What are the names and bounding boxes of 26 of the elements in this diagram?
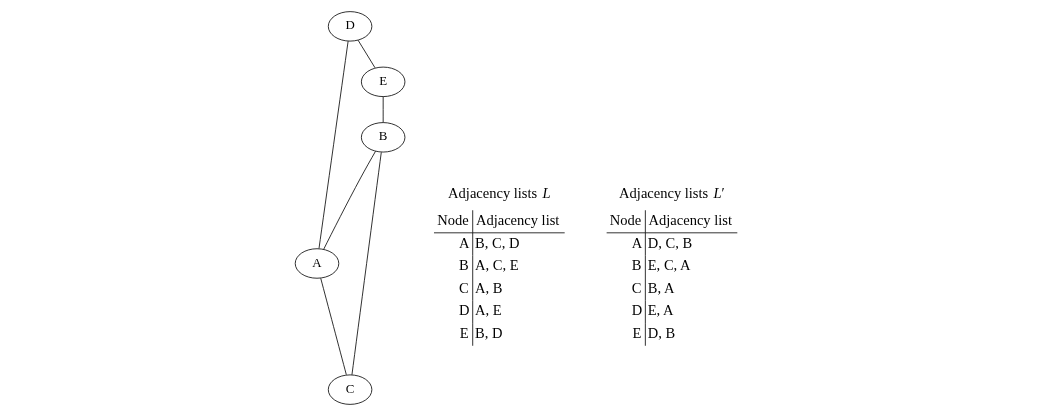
label: C [631, 279, 641, 296]
label: D, C, B [647, 234, 692, 251]
label: A [631, 234, 642, 251]
label: B [631, 257, 641, 274]
label: E, C, A [647, 257, 691, 274]
label: D [458, 302, 469, 319]
label: D [631, 302, 642, 319]
label: Node [436, 212, 469, 229]
label: D, B [647, 325, 675, 342]
label: A, C, E [474, 257, 519, 274]
label: B, D [474, 325, 503, 342]
label: A, B [474, 279, 503, 296]
label: Adjacency lists L [447, 185, 551, 202]
label: E [459, 325, 469, 342]
label: Adjacency list [648, 212, 732, 229]
label: C [458, 279, 469, 296]
label: E [631, 325, 641, 342]
label: A [458, 234, 469, 251]
label: A, E [474, 302, 502, 319]
label: B [458, 257, 469, 274]
label: B, A [647, 279, 674, 296]
label: B, C, D [474, 234, 519, 251]
label: Node [609, 212, 641, 229]
label: Adjacency lists L′ [618, 185, 725, 202]
label: E, A [647, 302, 674, 319]
label: Adjacency list [475, 212, 559, 229]
